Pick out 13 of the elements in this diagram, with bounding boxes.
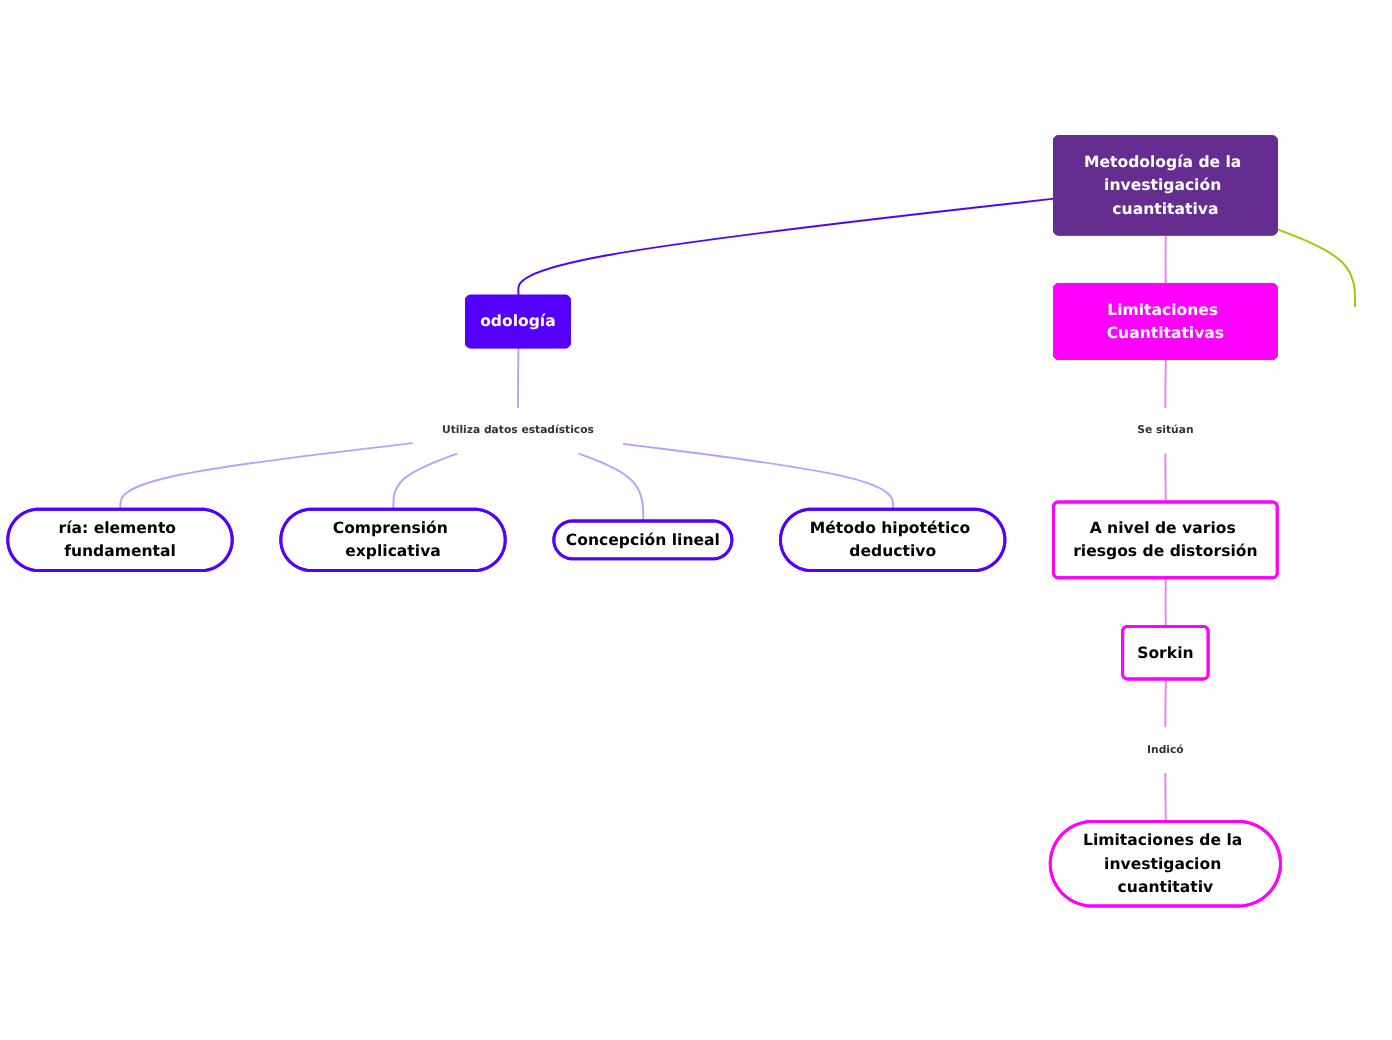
connector [1164,677,1167,728]
connector [1164,770,1167,822]
connector [1164,576,1167,627]
connector [392,451,459,510]
connector [516,346,520,409]
connector [1164,233,1167,285]
connector [1276,227,1356,307]
connector [622,441,895,510]
connector [1164,451,1167,503]
connector [119,441,414,510]
connector [1164,358,1167,409]
connector [517,196,1055,296]
connector [577,451,645,522]
